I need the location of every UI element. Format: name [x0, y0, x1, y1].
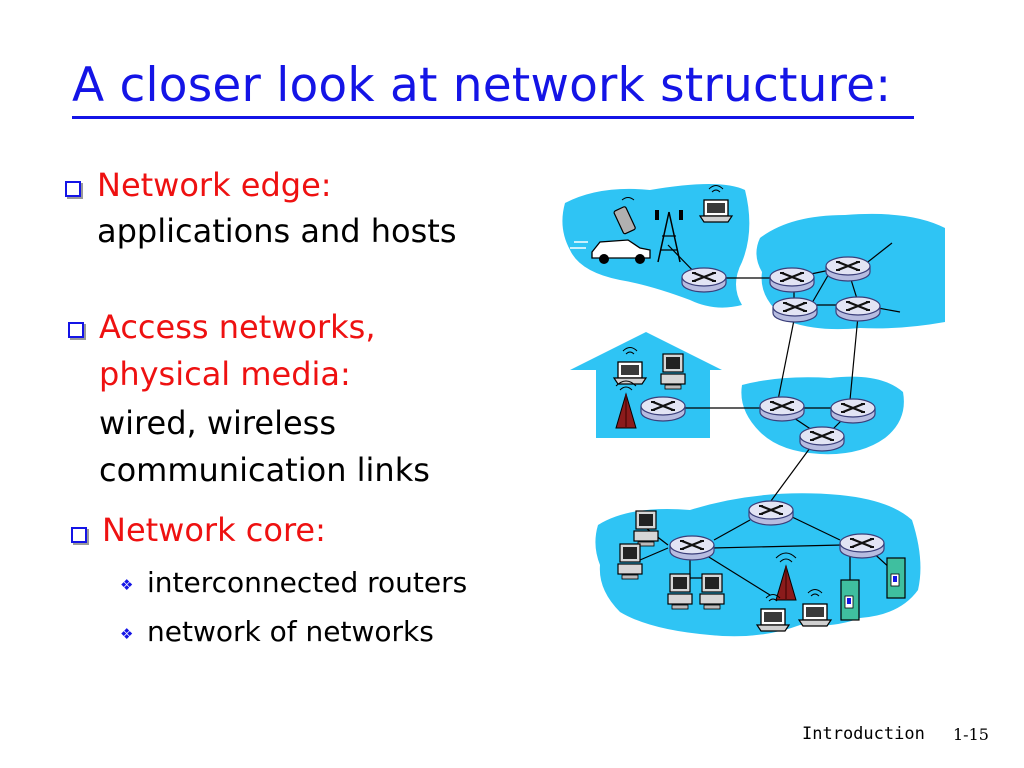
bullet-heading-network-edge: Network edge: [97, 166, 332, 204]
sub-bullet-interconnected-routers: interconnected routers [147, 566, 468, 599]
bullet-text-applications: applications and hosts [97, 212, 457, 250]
router-icon [834, 295, 882, 323]
footer-section-label: Introduction [802, 724, 925, 744]
home-network-house [570, 332, 722, 438]
router-icon [747, 499, 795, 527]
router-icon [771, 296, 819, 324]
checkbox-bullet-icon [68, 322, 84, 338]
router-icon [668, 534, 716, 562]
server-icon [840, 579, 860, 621]
title-underline [72, 116, 914, 119]
desktop-icon [660, 353, 686, 390]
footer-page-number: 1-15 [953, 725, 989, 744]
desktop-icon [633, 510, 659, 547]
desktop-icon [667, 573, 693, 610]
diamond-bullet-icon: ❖ [120, 576, 134, 594]
router-icon [824, 255, 872, 283]
bullet-text-wired-wireless: wired, wireless [99, 404, 336, 442]
regional-network-cloud [741, 376, 904, 455]
diamond-bullet-icon: ❖ [120, 625, 134, 643]
router-icon [768, 266, 816, 294]
cell-phone-icon [613, 197, 636, 235]
router-icon [798, 425, 846, 453]
car-icon [570, 239, 651, 264]
desktop-icon [699, 573, 725, 610]
bullet-heading-physical-media: physical media: [99, 355, 351, 393]
bullet-heading-access-networks: Access networks, [99, 308, 376, 346]
server-icon [886, 557, 906, 599]
router-icon [758, 395, 806, 423]
router-icon [680, 266, 728, 294]
desktop-icon [617, 543, 643, 580]
bullet-text-communication-links: communication links [99, 451, 430, 489]
router-icon [829, 397, 877, 425]
cell-tower-icon [655, 210, 683, 263]
router-icon [639, 395, 687, 423]
checkbox-bullet-icon [65, 181, 81, 197]
checkbox-bullet-icon [71, 527, 87, 543]
bullet-heading-network-core: Network core: [102, 511, 326, 549]
router-icon [838, 532, 886, 560]
slide-title: A closer look at network structure: [72, 58, 892, 113]
sub-bullet-network-of-networks: network of networks [147, 615, 434, 648]
